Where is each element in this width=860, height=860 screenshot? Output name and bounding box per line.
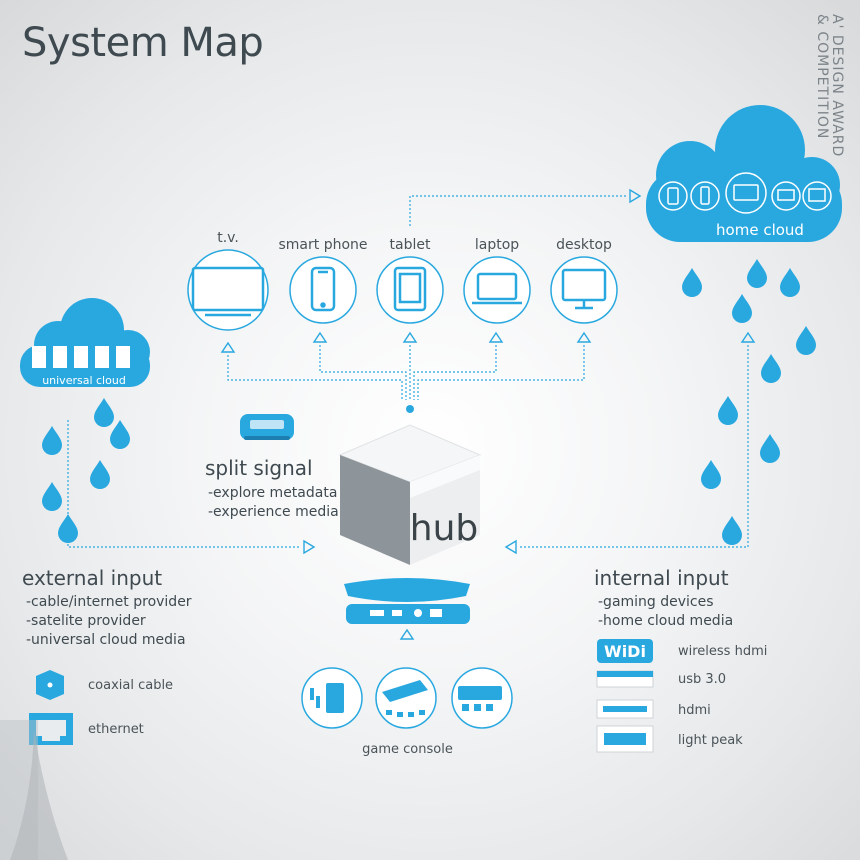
page-title: System Map xyxy=(22,20,264,66)
arrow-right-icon xyxy=(629,188,642,204)
tablet-icon xyxy=(393,266,427,312)
connector-lines xyxy=(67,195,749,548)
tv-icon xyxy=(191,266,265,317)
coaxial-icon xyxy=(36,670,64,700)
award-line-2: & COMPETITION xyxy=(814,14,830,140)
home-cloud-label: home cloud xyxy=(716,221,804,239)
hub-label: hub xyxy=(410,508,478,549)
external-input-heading: external input xyxy=(22,566,163,590)
widi-badge-text: WiDi xyxy=(604,642,646,661)
split-signal-heading: split signal xyxy=(205,456,313,480)
device-label-desktop: desktop xyxy=(556,237,612,253)
port-label-coaxial: coaxial cable xyxy=(88,678,174,693)
ethernet-icon xyxy=(29,713,73,745)
internal-input-item: -gaming devices xyxy=(598,594,714,610)
external-input-item: -satelite provider xyxy=(26,613,146,629)
internal-input-list: -gaming devices -home cloud media xyxy=(598,593,733,631)
split-device-icon xyxy=(240,414,294,440)
laptop-icon xyxy=(472,272,522,305)
arrow-right-icon xyxy=(303,539,316,555)
port-label-lightpeak: light peak xyxy=(678,733,743,748)
split-signal-item: -explore metadata xyxy=(208,485,338,501)
universal-cloud-label: universal cloud xyxy=(42,374,126,387)
internal-input-item: -home cloud media xyxy=(598,613,734,629)
hub-base-device xyxy=(344,578,470,624)
usb-icon xyxy=(596,670,654,688)
external-input-list: -cable/internet provider -satelite provi… xyxy=(26,593,192,650)
split-signal-item: -experience media xyxy=(208,504,339,520)
port-label-usb: usb 3.0 xyxy=(678,672,727,687)
internal-input-heading: internal input xyxy=(594,566,729,590)
device-label-laptop: laptop xyxy=(474,237,520,253)
arrow-up-icon xyxy=(576,331,592,343)
desktop-icon xyxy=(561,268,607,310)
device-label-smartphone: smart phone xyxy=(278,237,368,253)
arrow-up-icon xyxy=(402,331,418,343)
external-input-item: -universal cloud media xyxy=(26,632,186,648)
a-design-logo xyxy=(0,720,68,860)
arrow-up-icon xyxy=(399,628,415,640)
arrow-up-icon xyxy=(220,341,236,353)
lightpeak-icon xyxy=(596,725,654,753)
home-cloud-drops xyxy=(682,259,816,545)
home-cloud xyxy=(646,105,842,242)
port-label-wireless-hdmi: wireless hdmi xyxy=(678,644,768,659)
external-input-item: -cable/internet provider xyxy=(26,594,192,610)
console-2-icon xyxy=(382,680,428,702)
device-label-tablet: tablet xyxy=(389,237,431,253)
port-label-ethernet: ethernet xyxy=(88,722,144,737)
arrow-up-icon xyxy=(312,331,328,343)
widi-icon xyxy=(597,639,653,663)
port-label-hdmi: hdmi xyxy=(678,703,711,718)
hub-cube xyxy=(338,424,482,565)
junction-dot xyxy=(406,405,414,413)
arrow-up-icon xyxy=(740,331,756,343)
console-3-icon xyxy=(458,686,502,700)
server-icons xyxy=(32,346,130,368)
game-console-label: game console xyxy=(362,742,453,757)
split-signal-list: -explore metadata -experience media xyxy=(208,484,339,522)
console-1-icon xyxy=(326,683,344,713)
arrow-left-icon xyxy=(504,539,517,555)
tv-circle xyxy=(187,249,269,331)
device-label-tv: t.v. xyxy=(217,230,239,246)
universal-cloud-drops xyxy=(42,398,130,543)
hdmi-icon xyxy=(596,699,654,719)
award-mark: A' DESIGN AWARD & COMPETITION xyxy=(814,14,845,158)
console-icons xyxy=(310,680,502,717)
arrow-up-icon xyxy=(488,331,504,343)
home-cloud-devices xyxy=(658,172,832,214)
smartphone-icon xyxy=(310,266,336,312)
award-line-1: A' DESIGN AWARD xyxy=(829,14,845,158)
